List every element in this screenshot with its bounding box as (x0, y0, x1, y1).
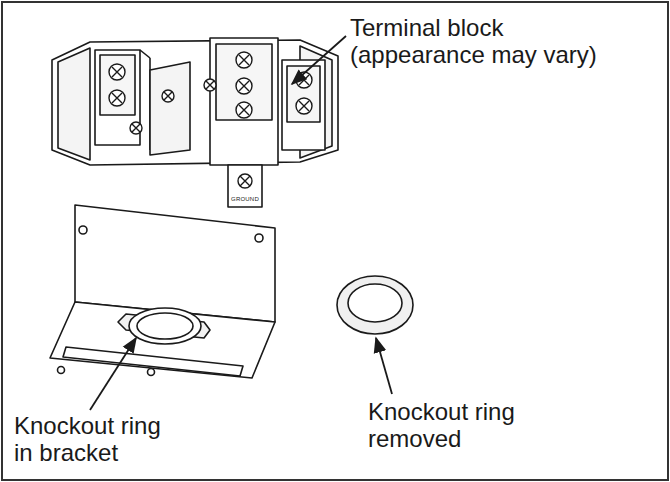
leader-arrow (90, 338, 136, 410)
removed-ring-drawing (337, 276, 413, 334)
lug-left (95, 50, 140, 145)
block-end-left (58, 48, 90, 160)
screw (204, 79, 216, 91)
mount-hole (255, 234, 263, 242)
leader-arrow (292, 36, 346, 84)
ring-outer (337, 276, 413, 334)
lug-left-inner (100, 55, 135, 115)
bracket-slot (63, 347, 243, 376)
bracket-flange (50, 302, 275, 378)
screw (109, 90, 125, 106)
terminal-block-drawing (52, 38, 338, 207)
screw (238, 174, 252, 188)
part-label: Knockout ring removed (368, 398, 536, 452)
mount-hole (79, 226, 87, 234)
bracket-drawing (50, 205, 275, 378)
screws (109, 52, 312, 188)
screw (236, 52, 252, 68)
knockout-ring-inner (137, 313, 193, 339)
leader-lines (90, 36, 392, 410)
mount-hole (58, 367, 65, 374)
screw (296, 98, 312, 114)
screw (236, 78, 252, 94)
leader-arrow (376, 338, 392, 394)
screw (236, 102, 252, 118)
part-label: Terminal block (appearance may vary) (350, 14, 612, 68)
part-label: Knockout ring in bracket (14, 412, 182, 466)
lug-middle-inner (216, 44, 272, 120)
screw (162, 90, 174, 102)
block-base (52, 40, 338, 165)
knockout-ring-outer (129, 308, 201, 344)
screw (109, 64, 125, 80)
ring-inner (348, 284, 402, 322)
lug-middle (210, 38, 278, 165)
ground-marking: GROUND (226, 196, 264, 203)
edge (140, 50, 150, 58)
divider (150, 62, 190, 155)
mount-hole (148, 369, 155, 376)
screw (130, 122, 142, 134)
